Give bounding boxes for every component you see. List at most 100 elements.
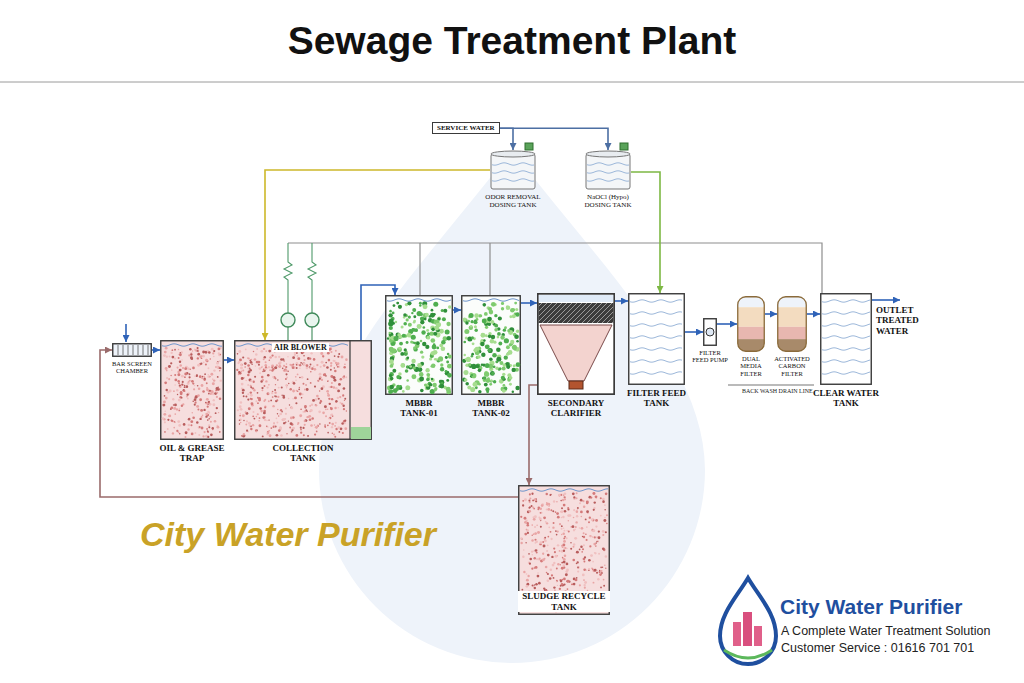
media-particle (522, 556, 524, 558)
water-line (630, 372, 682, 374)
media-particle (497, 336, 500, 339)
media-particle (171, 349, 173, 351)
media-particle (176, 430, 178, 432)
media-particle (245, 424, 247, 426)
media-particle (192, 382, 194, 384)
media-particle (446, 361, 449, 364)
media-particle (281, 394, 282, 395)
media-particle (339, 396, 341, 398)
media-particle (260, 410, 263, 413)
media-particle (183, 423, 186, 426)
media-particle (255, 400, 257, 402)
media-particle (321, 379, 323, 381)
media-particle (589, 517, 591, 519)
process-unit: SECONDARY CLARIFIER (537, 293, 615, 419)
caption: ACTIVATED CARBON FILTER (771, 355, 813, 377)
media-particle (406, 318, 409, 321)
media-particle (171, 369, 173, 371)
media-particle (405, 357, 408, 360)
media-particle (478, 383, 481, 386)
media-particle (551, 574, 553, 576)
media-particle (419, 302, 422, 305)
media-particle (445, 330, 450, 335)
media-particle (208, 424, 210, 426)
media-particle (485, 334, 488, 337)
media-particle (329, 386, 330, 387)
caption: OIL & GREASE TRAP (155, 443, 229, 464)
media-particle (209, 390, 211, 392)
media-particle (598, 536, 601, 539)
media-particle (343, 408, 345, 410)
media-particle (240, 366, 243, 369)
media-particle (251, 402, 254, 405)
media-particle (559, 588, 561, 590)
media-particle (209, 416, 211, 418)
media-particle (463, 370, 468, 375)
media-particle (565, 573, 568, 576)
media-particle (563, 527, 564, 528)
media-particle (343, 366, 345, 368)
label-wrap: City Water Purifier (140, 515, 436, 554)
media-particle (502, 367, 506, 371)
media-particle (257, 413, 259, 415)
media-particle (562, 499, 565, 502)
media-particle (299, 367, 301, 369)
label-wrap: Customer Service : 01616 701 701 (781, 641, 974, 655)
media-particle (324, 405, 327, 408)
media-particle (546, 550, 548, 552)
media-particle (447, 364, 452, 369)
media-particle (207, 436, 209, 438)
media-particle (244, 362, 247, 365)
media-particle (179, 386, 181, 388)
media-particle (292, 364, 294, 366)
media-particle (314, 386, 316, 388)
clarifier-tank (537, 293, 615, 395)
tube-hatch (582, 303, 602, 323)
media-particle (570, 542, 571, 543)
media-particle (529, 493, 531, 495)
media-particle (543, 516, 546, 519)
tank-body (586, 154, 630, 189)
blower-outlet (288, 327, 312, 340)
source-box: SERVICE WATER (432, 122, 500, 134)
media-particle (520, 542, 522, 544)
media-particle (290, 407, 293, 410)
media-particle (265, 361, 267, 363)
media-particle (506, 353, 509, 356)
media-particle (471, 353, 474, 356)
media-particle (203, 376, 205, 378)
media-particle (427, 332, 430, 335)
media-particle (335, 387, 338, 390)
media-particle (187, 398, 189, 400)
media-particle (274, 391, 276, 393)
media-particle (237, 409, 239, 411)
media-particle (314, 433, 316, 435)
media-particle (287, 356, 288, 357)
media-particle (202, 376, 204, 378)
water-line (587, 171, 629, 173)
media-particle (494, 328, 498, 332)
process-unit: SLUDGE RECYCLE TANK (518, 485, 610, 615)
media-particle (542, 558, 545, 561)
media-particle (285, 407, 287, 409)
media-particle (264, 418, 267, 421)
green-tank (385, 295, 453, 395)
media-particle (561, 517, 563, 519)
media-particle (259, 424, 262, 427)
media-particle (261, 366, 263, 368)
media-particle (413, 321, 416, 324)
media-particle (492, 353, 497, 358)
water-line (822, 360, 870, 362)
caption: SECONDARY CLARIFIER (540, 398, 612, 419)
media-particle (420, 320, 424, 324)
media-particle (259, 372, 261, 374)
water-line (822, 348, 870, 350)
media-particle (429, 383, 433, 387)
media-particle (186, 394, 188, 396)
media-particle (498, 367, 501, 370)
media-particle (570, 548, 572, 550)
media-particle (285, 413, 287, 415)
media-particle (213, 379, 215, 381)
media-particle (240, 371, 242, 373)
media-particle (264, 407, 266, 409)
